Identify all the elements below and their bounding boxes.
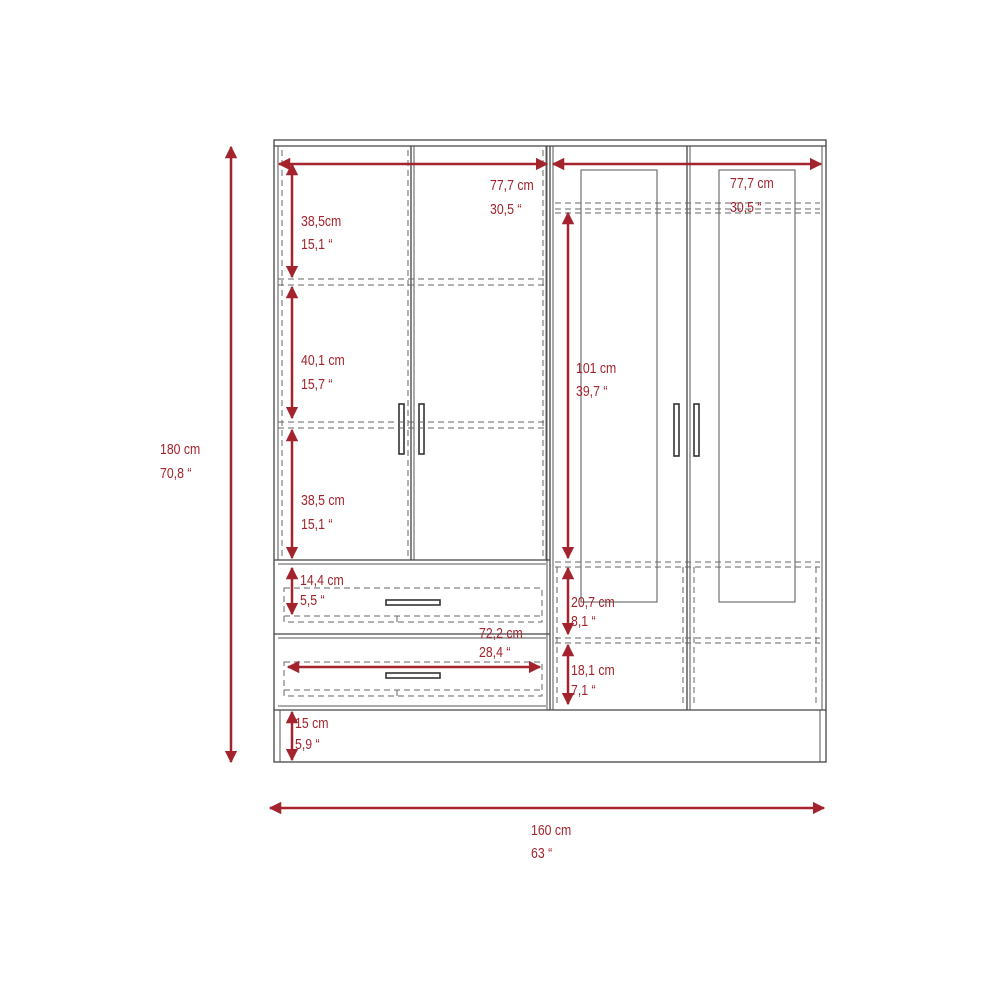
right-width-metric: 77,7 cm: [730, 175, 774, 191]
base-height-imperial: 5,9 “: [295, 736, 320, 752]
overall-height-metric: 180 cm: [160, 441, 200, 457]
drawer-handle-top: [385, 599, 441, 606]
shelf-top-metric: 38,5cm: [301, 213, 341, 229]
left-width-imperial: 30,5 “: [490, 201, 522, 217]
left-doors: [277, 146, 547, 560]
left-shelves-hidden: [278, 150, 546, 556]
right-width-imperial: 30,5 “: [730, 199, 762, 215]
shelf-middle-imperial: 15,7 “: [301, 376, 333, 392]
left-width-metric: 77,7 cm: [490, 177, 534, 193]
left-door-handle-2: [418, 403, 425, 455]
drawer-height-imperial: 5,5 “: [300, 592, 325, 608]
shelf-bottom-imperial: 15,1 “: [301, 516, 333, 532]
drawers: [274, 559, 550, 707]
right-hidden: [555, 202, 820, 706]
right-door-handle-1: [673, 403, 680, 457]
overall-width-imperial: 63 “: [531, 845, 553, 861]
shelf-top-imperial: 15,1 “: [301, 236, 333, 252]
wardrobe-frame: [273, 139, 827, 763]
hanging-imperial: 39,7 “: [576, 383, 608, 399]
left-door-handle-1: [398, 403, 405, 455]
right-door-handle-2: [693, 403, 700, 457]
drawer-width-metric: 72,2 cm: [479, 625, 523, 641]
dimension-arrows: [224, 145, 826, 815]
lower-upper-metric: 20,7 cm: [571, 594, 615, 610]
drawer-width-imperial: 28,4 “: [479, 644, 511, 660]
dimension-labels: 180 cm 70,8 “ 160 cm 63 “ 77,7 cm 30,5 “…: [160, 175, 774, 861]
right-doors: [580, 146, 823, 710]
shelf-bottom-metric: 38,5 cm: [301, 492, 345, 508]
drawer-height-metric: 14,4 cm: [300, 572, 344, 588]
mirror-right: [718, 169, 796, 603]
lower-lower-imperial: 7,1 “: [571, 682, 596, 698]
wardrobe-outline: [273, 139, 827, 763]
overall-width-metric: 160 cm: [531, 822, 571, 838]
hanging-metric: 101 cm: [576, 360, 616, 376]
lower-upper-imperial: 8,1 “: [571, 613, 596, 629]
shelf-middle-metric: 40,1 cm: [301, 352, 345, 368]
overall-height-imperial: 70,8 “: [160, 465, 192, 481]
base-height-metric: 15 cm: [295, 715, 328, 731]
drawer-handle-bottom: [385, 672, 441, 679]
lower-lower-metric: 18,1 cm: [571, 662, 615, 678]
